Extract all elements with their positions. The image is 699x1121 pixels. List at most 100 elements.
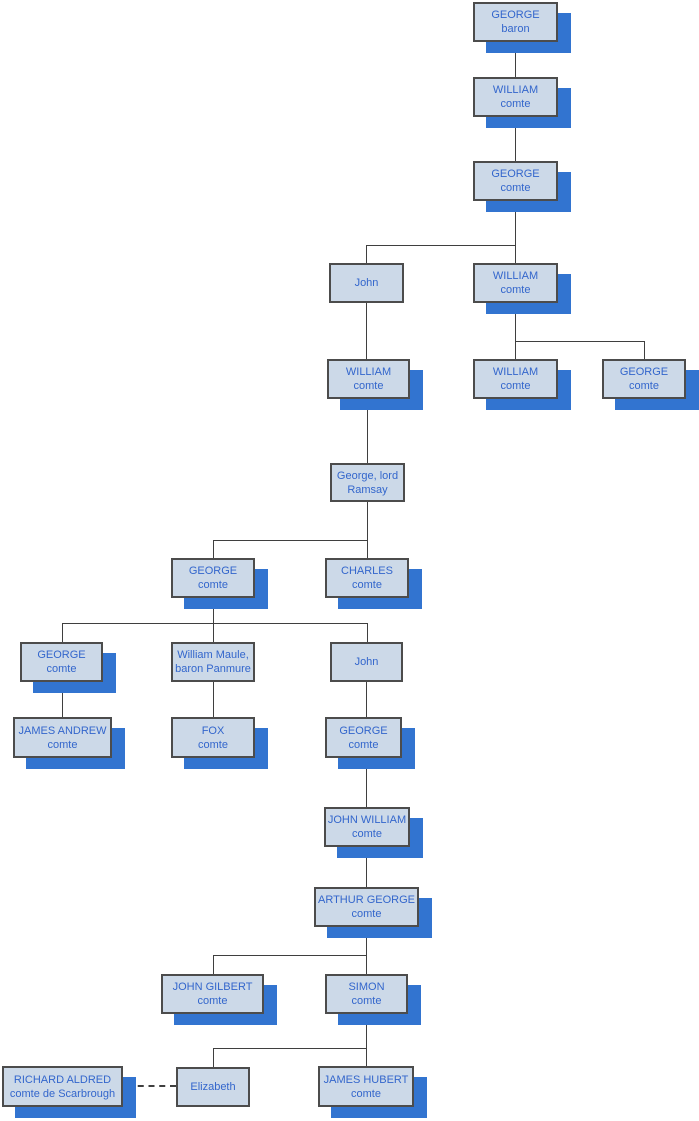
person-title: comte: [198, 738, 228, 751]
connector-line: [515, 341, 645, 342]
connector-line: [367, 502, 368, 540]
tree-node-james-andrew: JAMES ANDREW comte: [13, 717, 125, 769]
person-name: WILLIAM: [345, 366, 392, 378]
person-title: comte: [500, 98, 531, 110]
node-box: GEORGE comte: [602, 359, 686, 399]
connector-line: [213, 540, 214, 558]
tree-node-fox-comte: FOX comte: [171, 717, 268, 769]
connector-line: [213, 1048, 367, 1049]
tree-node-simon-comte: SIMON comte: [325, 974, 421, 1025]
person-name: JOHN WILLIAM: [327, 814, 407, 826]
connector-line: [515, 303, 516, 341]
person-title: baron: [501, 23, 530, 35]
connector-line: [213, 598, 214, 623]
connector-line: [515, 117, 516, 161]
person-name: GEORGE: [619, 366, 669, 378]
node-box: Elizabeth: [176, 1067, 250, 1107]
connector-line: [366, 927, 367, 955]
person-name: JAMES HUBERT: [323, 1073, 409, 1086]
person-title: comte: [47, 738, 78, 751]
person-name: GEORGE: [339, 724, 388, 737]
connector-line: [366, 955, 367, 974]
node-box: SIMON comte: [325, 974, 408, 1014]
node-box: WILLIAM comte: [473, 359, 558, 399]
node-box: WILLIAM comte: [327, 359, 410, 399]
person-name: RICHARD ALDRED: [13, 1073, 112, 1086]
node-box: FOX comte: [171, 717, 255, 758]
connector-line: [366, 245, 516, 246]
person-name: John: [354, 656, 379, 668]
person-title: comte: [352, 579, 382, 591]
tree-node-john-a: John: [329, 263, 404, 303]
connector-line: [213, 623, 214, 642]
node-box: CHARLES comte: [325, 558, 409, 598]
tree-node-george-baron: GEORGE baron: [473, 2, 571, 53]
person-title: comte: [500, 380, 531, 392]
connector-line: [213, 955, 367, 956]
tree-node-john-b: John: [330, 642, 403, 682]
person-name: John: [354, 277, 379, 289]
node-box: JOHN WILLIAM comte: [324, 807, 410, 847]
connector-line: [62, 682, 63, 717]
connector-line: [515, 42, 516, 77]
node-box: ARTHUR GEORGE comte: [314, 887, 419, 927]
connector-line: [366, 303, 367, 359]
person-title: comte: [348, 738, 379, 751]
connector-line: [367, 399, 368, 463]
tree-node-richard-aldred: RICHARD ALDRED comte de Scarbrough: [2, 1066, 136, 1118]
person-title: comte: [500, 284, 531, 296]
person-title: comte: [351, 995, 382, 1007]
tree-node-george-comte-a: GEORGE comte: [473, 161, 571, 212]
person-name: FOX: [201, 724, 225, 737]
person-name: ARTHUR GEORGE: [318, 894, 415, 906]
person-name: WILLIAM: [492, 84, 539, 96]
person-title: comte: [197, 995, 228, 1007]
node-box: RICHARD ALDRED comte de Scarbrough: [2, 1066, 123, 1107]
connector-line: [213, 540, 368, 541]
person-name: WILLIAM: [492, 366, 539, 378]
tree-node-james-hubert: JAMES HUBERT comte: [318, 1066, 427, 1118]
person-name: CHARLES: [341, 565, 393, 577]
person-title: comte: [198, 579, 228, 591]
tree-node-william-comte-b: WILLIAM comte: [473, 263, 571, 314]
tree-node-william-comte-d: WILLIAM comte: [473, 359, 571, 410]
person-name: William Maule,: [177, 649, 249, 661]
person-title: Ramsay: [347, 483, 388, 496]
tree-node-john-gilbert: JOHN GILBERT comte: [161, 974, 277, 1025]
tree-node-john-william: JOHN WILLIAM comte: [324, 807, 423, 858]
person-name: JOHN GILBERT: [172, 981, 253, 993]
person-title: comte: [629, 380, 659, 392]
node-box: GEORGE comte: [20, 642, 103, 682]
person-title: comte: [46, 663, 77, 675]
person-name: GEORGE: [491, 168, 540, 180]
tree-node-arthur-george: ARTHUR GEORGE comte: [314, 887, 432, 938]
connector-line: [515, 201, 516, 245]
person-title: comte: [500, 182, 531, 194]
tree-node-george-lord-ramsay: George, lord Ramsay: [330, 463, 405, 502]
tree-node-william-comte-a: WILLIAM comte: [473, 77, 571, 128]
connector-line: [644, 341, 645, 359]
person-title: baron Panmure: [175, 663, 251, 675]
person-title: comte: [353, 380, 384, 392]
tree-node-george-comte-c: GEORGE comte: [171, 558, 268, 609]
node-box: WILLIAM comte: [473, 77, 558, 117]
connector-line: [366, 682, 367, 717]
person-name: GEORGE: [188, 565, 238, 577]
connector-line: [366, 245, 367, 263]
tree-node-elizabeth: Elizabeth: [176, 1067, 250, 1107]
node-box: JAMES ANDREW comte: [13, 717, 112, 758]
connector-line: [367, 540, 368, 558]
person-title: comte: [352, 828, 382, 840]
connector-line: [213, 682, 214, 717]
connector-line: [213, 1048, 214, 1067]
node-box: GEORGE baron: [473, 2, 558, 42]
person-name: GEORGE: [37, 649, 86, 661]
tree-node-william-maule: William Maule, baron Panmure: [171, 642, 255, 682]
connector-line: [213, 955, 214, 974]
connector-line: [366, 1048, 367, 1066]
node-box: John: [329, 263, 404, 303]
node-box: John: [330, 642, 403, 682]
connector-line: [515, 341, 516, 359]
person-name: Elizabeth: [190, 1081, 236, 1093]
